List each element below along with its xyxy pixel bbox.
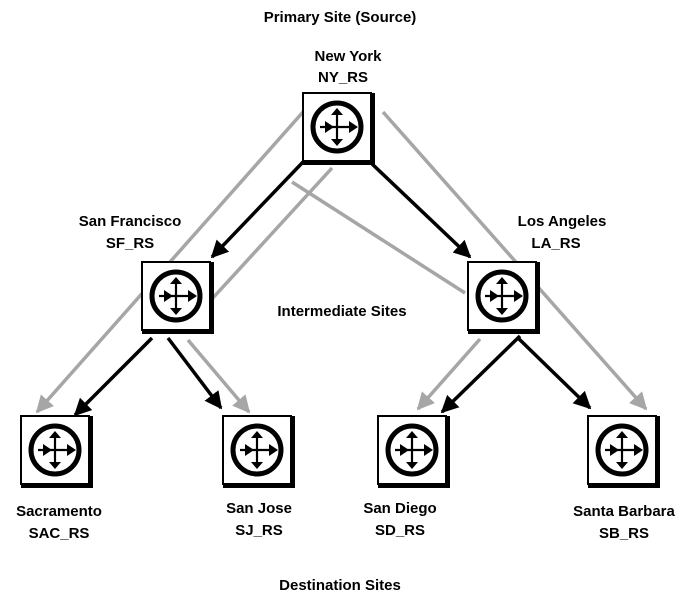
route-sf-sj: [166, 336, 223, 410]
site-code-sac: SAC_RS: [29, 525, 90, 542]
site-city-ny: New York: [315, 48, 383, 65]
router-icon: [588, 416, 660, 488]
router-icon: [223, 416, 295, 488]
router-icon: [378, 416, 450, 488]
alt-route-ny-sd: [291, 180, 466, 295]
site-city-la: Los Angeles: [518, 213, 607, 230]
router-sj: [223, 416, 295, 488]
site-code-sd: SD_RS: [375, 522, 425, 539]
router-ny: [303, 93, 375, 165]
destination-sites-label: Destination Sites: [279, 577, 401, 594]
site-city-sb: Santa Barbara: [573, 503, 675, 520]
router-sf: [142, 262, 214, 334]
router-icon: [468, 262, 540, 334]
site-city-sf: San Francisco: [79, 213, 182, 230]
router-icon: [303, 93, 375, 165]
primary-routes: [73, 160, 592, 417]
primary-site-label: Primary Site (Source): [264, 9, 417, 26]
route-ny-sf: [210, 160, 305, 259]
alt-route-ny-sj: [198, 166, 334, 314]
route-sf-sac: [73, 336, 154, 417]
router-sb: [588, 416, 660, 488]
route-la-sd: [440, 334, 522, 414]
router-sd: [378, 416, 450, 488]
site-code-sf: SF_RS: [106, 235, 154, 252]
router-sac: [21, 416, 93, 488]
router-la: [468, 262, 540, 334]
site-city-sd: San Diego: [363, 500, 436, 517]
site-code-sb: SB_RS: [599, 525, 649, 542]
alt-route-sf-sj: [186, 338, 251, 414]
site-city-sac: Sacramento: [16, 503, 102, 520]
site-code-sj: SJ_RS: [235, 522, 283, 539]
site-city-sj: San Jose: [226, 500, 292, 517]
site-code-la: LA_RS: [531, 235, 580, 252]
router-icon: [21, 416, 93, 488]
router-icon: [142, 262, 214, 334]
alt-route-la-sd: [416, 337, 482, 411]
route-ny-la: [368, 160, 472, 259]
intermediate-sites-label: Intermediate Sites: [277, 303, 406, 320]
route-la-sb: [516, 336, 592, 410]
alt-route-ny-sb: [381, 110, 648, 411]
site-code-ny: NY_RS: [318, 69, 368, 86]
